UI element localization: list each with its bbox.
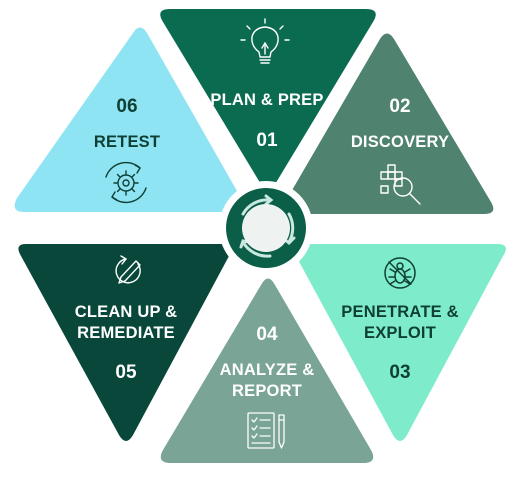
segment-plan-prep [160, 9, 376, 188]
segment-label-plan-prep: PLAN & PREP [210, 91, 323, 109]
segment-analyze-report [160, 278, 374, 463]
segment-discovery [281, 33, 494, 214]
segment-label-penetrate-exploit-line1: PENETRATE & [341, 303, 458, 321]
segment-label-analyze-report-line1: ANALYZE & [220, 361, 315, 379]
segment-label-penetrate-exploit-line2: EXPLOIT [364, 324, 436, 342]
segment-label-clean-up-line1: CLEAN UP & [75, 303, 178, 321]
center-hub [219, 181, 313, 275]
grid-magnifier-icon [380, 164, 421, 205]
segment-number-retest: 06 [116, 96, 137, 117]
segment-clean-up-remediate [18, 244, 231, 441]
lightbulb-icon [240, 18, 290, 64]
segment-number-penetrate-exploit: 03 [389, 362, 410, 383]
bug-blocked-icon [384, 257, 416, 289]
gear-cycle-icon [105, 161, 147, 204]
segment-label-clean-up-line2: REMEDIATE [77, 324, 175, 342]
segment-number-clean-up-remediate: 05 [115, 362, 137, 383]
segment-number-discovery: 02 [389, 96, 410, 117]
segment-penetrate-exploit [294, 244, 506, 441]
segment-label-retest: RETEST [94, 133, 160, 151]
segment-label-analyze-report-line2: REPORT [232, 382, 302, 400]
segment-retest [14, 27, 243, 212]
cycle-pen-icon [115, 255, 141, 284]
segment-number-plan-prep: 01 [256, 130, 278, 151]
checklist-pencil-icon [247, 412, 285, 449]
segment-number-analyze-report: 04 [256, 324, 278, 345]
segment-label-discovery: DISCOVERY [351, 133, 449, 151]
